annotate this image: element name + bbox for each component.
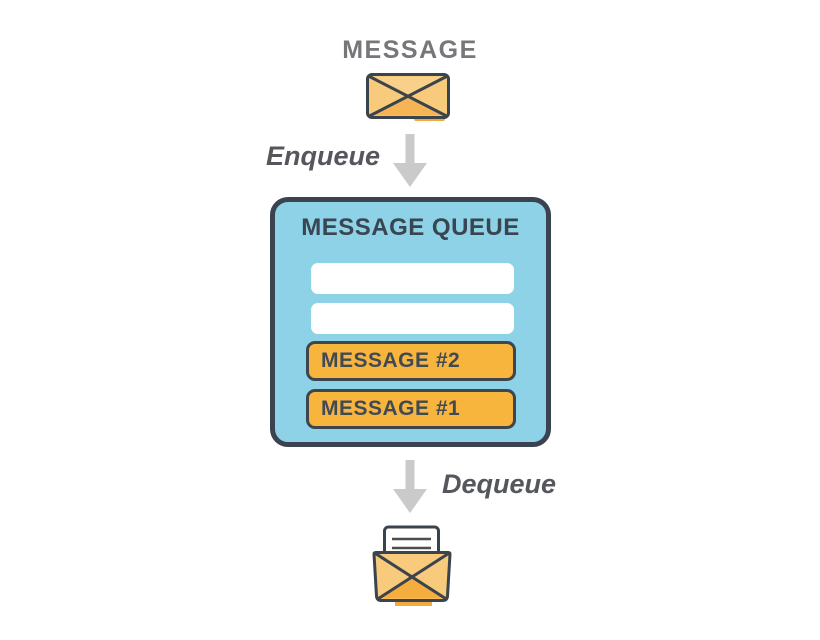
message-queue-box: MESSAGE QUEUE MESSAGE #2 MESSAGE #1: [270, 197, 551, 447]
empty-queue-slot: [311, 303, 514, 334]
enqueue-down-arrow-icon: [393, 134, 427, 187]
open-envelope-icon: [372, 525, 452, 606]
queued-message: MESSAGE #1: [306, 389, 516, 429]
closed-envelope-icon: [366, 73, 450, 121]
dequeue-down-arrow-icon: [393, 460, 427, 513]
queued-message: MESSAGE #2: [306, 341, 516, 381]
queue-title: MESSAGE QUEUE: [301, 214, 520, 241]
enqueue-label: Enqueue: [265, 141, 380, 171]
message-heading: MESSAGE: [342, 36, 478, 64]
dequeue-label: Dequeue: [442, 469, 557, 499]
empty-queue-slot: [311, 263, 514, 294]
